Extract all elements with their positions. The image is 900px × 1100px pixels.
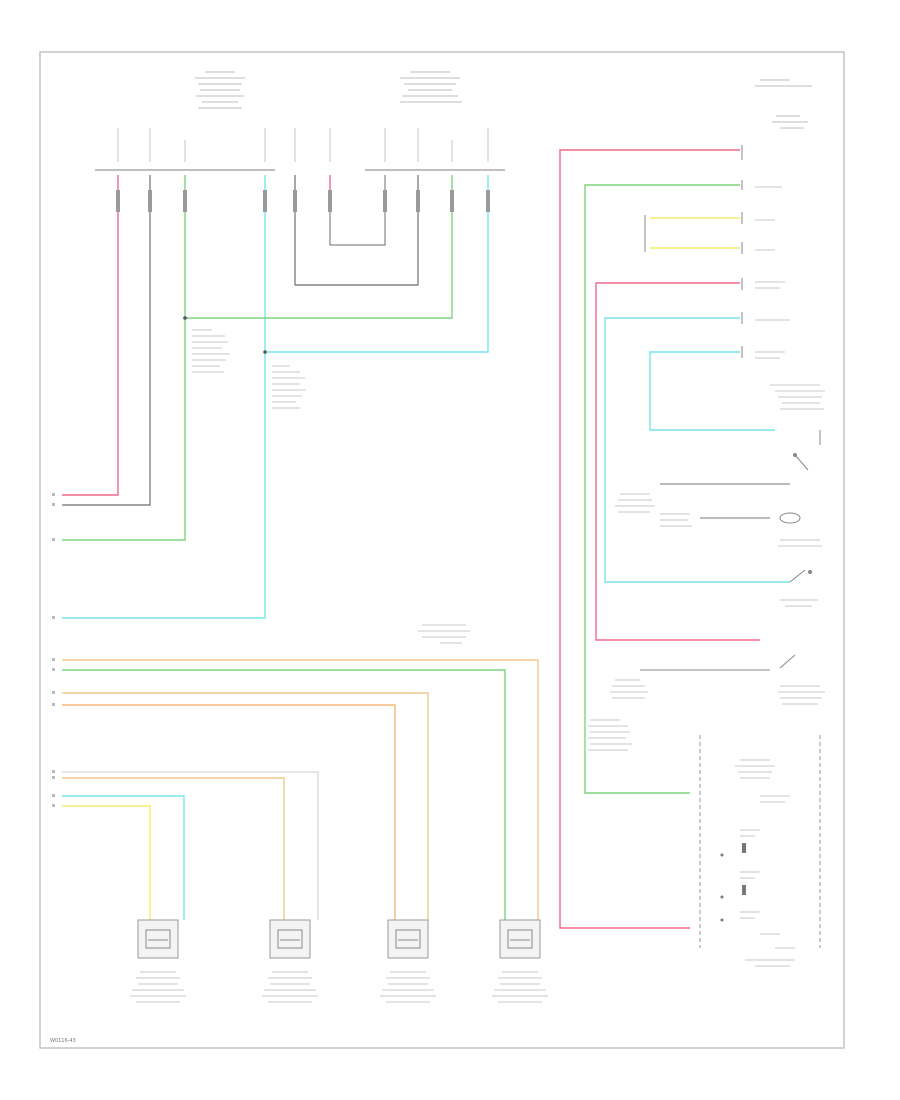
- component-labels-mid: [615, 493, 822, 607]
- cluster-internals: [720, 759, 795, 949]
- splice-notes: [192, 329, 306, 409]
- wire-yellow: [62, 805, 151, 920]
- wire-gray-loop-outer: [294, 175, 419, 286]
- wire-green-left: [62, 175, 186, 541]
- sensor-right-rear: [269, 919, 311, 959]
- wire-tan-2: [62, 692, 429, 920]
- wire-green-splice: [185, 175, 453, 319]
- component-labels-lower: [588, 679, 825, 751]
- wire-pink-right-inner: [595, 282, 760, 641]
- harness-label: [418, 624, 470, 644]
- wire-cyan-left: [62, 175, 266, 619]
- footer-code: W0116-43: [50, 1038, 76, 1044]
- top-left-module-header: [195, 71, 245, 109]
- left-pin-markers: [52, 493, 55, 807]
- cluster-caption: [745, 959, 795, 967]
- top-right-module-header: [400, 71, 462, 103]
- wire-gray-loop-inner: [329, 175, 386, 246]
- pin-labels-top: [117, 128, 489, 162]
- sensor-captions: [130, 971, 548, 1003]
- wire-orange: [62, 704, 396, 920]
- switch-park: [789, 569, 812, 583]
- sensor-left-front: [387, 919, 429, 959]
- sensor-left-rear: [137, 919, 179, 959]
- diagram-frame: [39, 51, 845, 1049]
- wire-cyan-2: [62, 795, 185, 920]
- sensor-right-front: [499, 919, 541, 959]
- wire-cyan-right-1: [604, 317, 790, 583]
- wire-pink-left: [62, 175, 119, 496]
- switch-brake: [793, 430, 821, 471]
- wire-cyan-splice: [265, 175, 489, 353]
- wire-pin-markers: [116, 190, 490, 212]
- wire-green-2: [62, 669, 506, 920]
- wire-pink-right-main: [559, 149, 740, 929]
- right-labels: [755, 186, 825, 410]
- switch-ignition: [640, 654, 796, 671]
- splice-green: [183, 316, 187, 320]
- wire-tan-3: [62, 777, 285, 920]
- splice-cyan: [263, 350, 267, 354]
- wire-gray-left: [62, 175, 151, 506]
- wire-green-right: [584, 184, 740, 794]
- component-traction-row: [660, 483, 801, 524]
- wire-cyan-right-2: [649, 351, 775, 431]
- corner-legend: [755, 79, 812, 129]
- wire-tan-1: [62, 659, 539, 920]
- wire-gray-3: [62, 771, 319, 920]
